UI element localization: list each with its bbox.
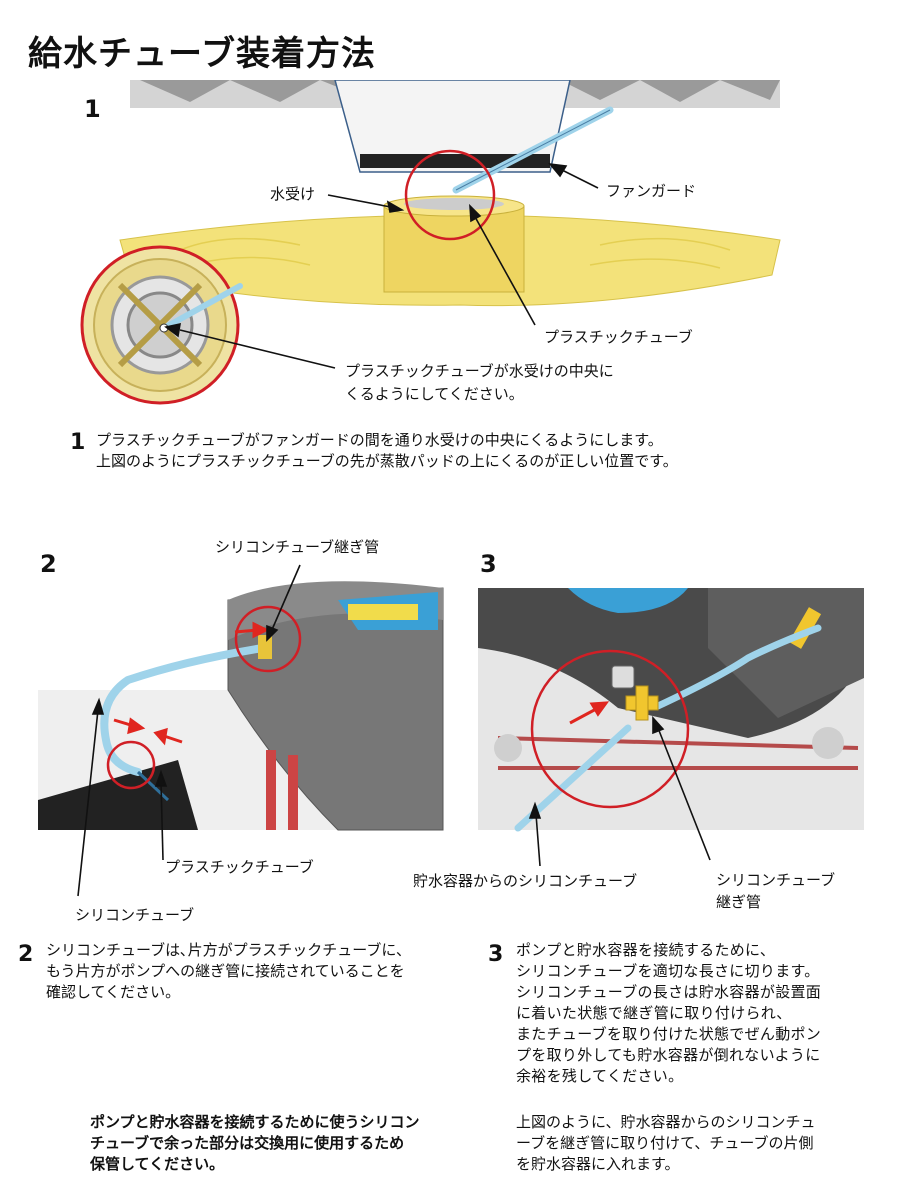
note-2-line-3: 保管してください。 bbox=[90, 1155, 225, 1173]
step-3-line-4: に着いた状態で継ぎ管に取り付けられ、 bbox=[516, 1004, 792, 1022]
step-3-line-6: プを取り外しても貯水容器が倒れないように bbox=[516, 1046, 821, 1064]
note-2: ポンプと貯水容器を接続するために使うシリコン チューブで余った部分は交換用に使用… bbox=[90, 1112, 420, 1175]
label-plastic-tube-2: プラスチックチューブ bbox=[165, 858, 314, 876]
step-3-line-1: ポンプと貯水容器を接続するために、 bbox=[516, 941, 776, 959]
note-3-line-2: ーブを継ぎ管に取り付けて、チューブの片側 bbox=[516, 1134, 814, 1152]
note-3-line-1: 上図のように、貯水容器からのシリコンチュ bbox=[516, 1113, 816, 1131]
step-2-line-1: シリコンチューブは､片方がプラスチックチューブに､ bbox=[46, 941, 404, 959]
label-connector-3-line-1: シリコンチューブ bbox=[716, 871, 836, 889]
highlight-circle-center bbox=[404, 149, 496, 241]
step-3-text: ポンプと貯水容器を接続するために、 シリコンチューブを適切な長さに切ります。 シ… bbox=[516, 940, 821, 1087]
step-2-line-2: もう片方がポンプへの継ぎ管に接続されていることを bbox=[46, 962, 405, 980]
highlight-circle-3 bbox=[530, 649, 690, 809]
page-title: 給水チューブ装着方法 bbox=[28, 34, 376, 74]
note-3: 上図のように、貯水容器からのシリコンチュ ーブを継ぎ管に取り付けて、チューブの片… bbox=[516, 1112, 816, 1175]
step-1-line-2: 上図のようにプラスチックチューブの先が蒸散パッドの上にくるのが正しい位置です。 bbox=[96, 452, 678, 470]
section-2-illustration bbox=[38, 564, 444, 897]
water-tray-shape bbox=[383, 205, 525, 293]
highlight-circle-tube-joint bbox=[106, 740, 156, 790]
silicone-tube-shape bbox=[100, 644, 267, 776]
step-3-line-5: またチューブを取り付けた状態でぜん動ポン bbox=[516, 1025, 822, 1043]
callout-line-1: プラスチックチューブが水受けの中央に bbox=[345, 362, 614, 380]
step-3-line-2: シリコンチューブを適切な長さに切ります。 bbox=[516, 962, 820, 980]
step-2-line-3: 確認してください。 bbox=[46, 983, 181, 1001]
section-2-number: 2 bbox=[40, 550, 57, 578]
section-3-illustration bbox=[478, 588, 864, 867]
section-3-number: 3 bbox=[480, 550, 497, 578]
note-2-line-2: チューブで余った部分は交換用に使用するため bbox=[90, 1134, 405, 1152]
note-3-line-3: を貯水容器に入れます。 bbox=[516, 1155, 680, 1173]
label-water-tray: 水受け bbox=[270, 185, 316, 203]
step-3-number: 3 bbox=[488, 942, 504, 967]
step-1-number: 1 bbox=[70, 430, 86, 455]
section-1-number: 1 bbox=[84, 95, 101, 123]
label-plastic-tube-1: プラスチックチューブ bbox=[544, 328, 693, 346]
step-2-number: 2 bbox=[18, 942, 34, 967]
step-2-text: シリコンチューブは､片方がプラスチックチューブに､ もう片方がポンプへの継ぎ管に… bbox=[46, 940, 405, 1003]
fan-guard-shape bbox=[334, 80, 571, 173]
note-2-line-1: ポンプと貯水容器を接続するために使うシリコン bbox=[90, 1113, 420, 1131]
label-silicone-tube-2: シリコンチューブ bbox=[75, 906, 195, 924]
label-fan-guard: ファンガード bbox=[606, 182, 697, 200]
highlight-circle-connector bbox=[234, 605, 302, 673]
section-1-illustration bbox=[80, 80, 781, 405]
label-connector-2: シリコンチューブ継ぎ管 bbox=[215, 538, 380, 556]
step-1-text: プラスチックチューブがファンガードの間を通り水受けの中央にくるようにします。 上… bbox=[96, 430, 678, 472]
step-3-line-3: シリコンチューブの長さは貯水容器が設置面 bbox=[516, 983, 822, 1001]
callout-line-2: くるようにしてください。 bbox=[345, 385, 524, 403]
label-from-reservoir: 貯水容器からのシリコンチューブ bbox=[413, 872, 638, 890]
step-3-line-7: 余裕を残してください。 bbox=[516, 1067, 684, 1085]
label-connector-3-line-2: 継ぎ管 bbox=[716, 893, 762, 911]
step-1-line-1: プラスチックチューブがファンガードの間を通り水受けの中央にくるようにします。 bbox=[96, 431, 663, 449]
